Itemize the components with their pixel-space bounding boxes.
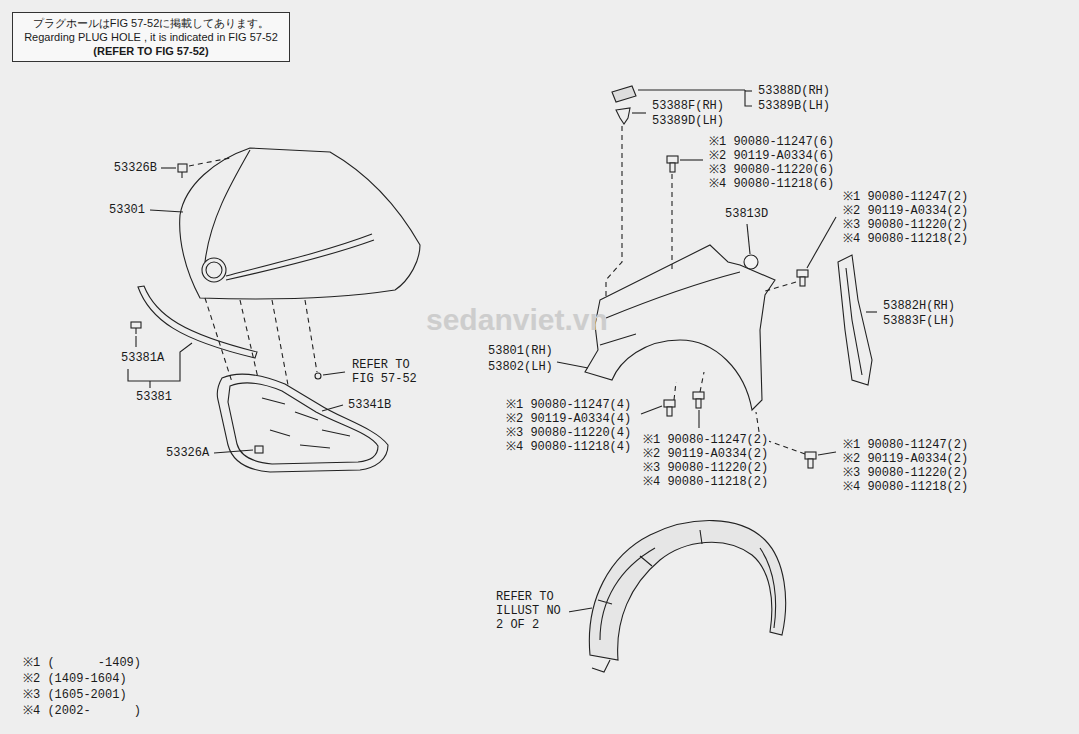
leader-line bbox=[698, 410, 699, 428]
leader-line bbox=[818, 452, 836, 455]
hood-insulator bbox=[217, 374, 388, 472]
bolt-number: ※4 90080-11218(2) bbox=[642, 475, 769, 489]
leader-line bbox=[807, 217, 836, 268]
bolt-number: ※2 90119-A0334(2) bbox=[842, 204, 969, 218]
leader-line bbox=[161, 167, 176, 168]
hood-crease bbox=[205, 150, 250, 262]
note-text: Regarding PLUG HOLE , it is indicated in… bbox=[23, 30, 279, 44]
bolt-number: ※3 90080-11220(2) bbox=[842, 218, 969, 232]
note-box: プラグホールはFIG 57-52に掲載してあります。Regarding PLUG… bbox=[12, 12, 290, 62]
fender-line bbox=[600, 272, 740, 345]
insulator-slot bbox=[262, 398, 350, 448]
leader-line bbox=[322, 405, 343, 411]
part-number: 53388F(RH) bbox=[651, 99, 725, 113]
reference-note: REFER TO ILLUST NO 2 OF 2 bbox=[495, 590, 569, 632]
leader-line bbox=[557, 362, 588, 368]
part-number: 53883F(LH) bbox=[882, 314, 956, 328]
leader-line bbox=[568, 608, 592, 612]
leader-line bbox=[632, 112, 646, 113]
bolt-number: ※3 90080-11220(2) bbox=[642, 461, 769, 475]
bolt-number: ※2 90119-A0334(6) bbox=[708, 149, 835, 163]
cushion bbox=[744, 255, 758, 269]
leader-line bbox=[641, 406, 662, 414]
part-number: 53326A bbox=[165, 446, 210, 460]
leader-line bbox=[680, 159, 703, 160]
fender-seal bbox=[838, 255, 872, 385]
clip bbox=[255, 446, 263, 453]
note-text: (REFER TO FIG 57-52) bbox=[23, 44, 279, 58]
part-number: 53389B(LH) bbox=[757, 99, 831, 113]
leader-line bbox=[149, 381, 150, 388]
bracket-line bbox=[745, 90, 752, 106]
note-text: プラグホールはFIG 57-52に掲載してあります。 bbox=[23, 16, 279, 30]
flange-bolt bbox=[664, 400, 675, 416]
part-number: 53813D bbox=[724, 207, 769, 221]
hood-insulator bbox=[228, 383, 378, 464]
leader-line bbox=[866, 311, 877, 312]
footnote: ※2 (1409-1604) bbox=[22, 672, 128, 686]
footnote: ※4 (2002- ) bbox=[22, 704, 142, 718]
watermark: sedanviet.vn bbox=[425, 303, 609, 337]
part-number: 53802(LH) bbox=[487, 360, 554, 374]
part-number: 53301 bbox=[108, 203, 146, 217]
part-number: 53882H(RH) bbox=[882, 299, 956, 313]
plug-hole bbox=[315, 373, 321, 379]
emblem-hole bbox=[206, 262, 222, 278]
hood-seal bbox=[138, 286, 257, 358]
part-number: 53388D(RH) bbox=[757, 84, 831, 98]
bolt-number: ※2 90119-A0334(2) bbox=[642, 447, 769, 461]
part-number: 53381 bbox=[135, 390, 173, 404]
bolt-number: ※3 90080-11220(6) bbox=[708, 163, 835, 177]
leader-line bbox=[745, 90, 752, 91]
front-fender bbox=[585, 245, 775, 410]
dashed-line bbox=[671, 174, 672, 272]
flange-bolt bbox=[693, 392, 704, 408]
fender-liner bbox=[589, 521, 785, 660]
dashed-line bbox=[762, 282, 796, 292]
clip bbox=[131, 322, 141, 334]
bracket-line bbox=[638, 89, 745, 90]
part-number: 53381A bbox=[120, 351, 165, 365]
liner-detail bbox=[592, 530, 776, 672]
bolt-number: ※1 90080-11247(2) bbox=[842, 190, 969, 204]
part-number: 53341B bbox=[347, 398, 392, 412]
footnote: ※1 ( -1409) bbox=[22, 656, 142, 670]
leader-line bbox=[747, 224, 750, 254]
hood-crease bbox=[226, 234, 372, 276]
bolt-number: ※3 90080-11220(4) bbox=[505, 426, 632, 440]
flange-bolt bbox=[667, 156, 678, 172]
part-number: 53389D(LH) bbox=[651, 114, 725, 128]
fender-clip bbox=[612, 86, 636, 124]
footnote: ※3 (1605-2001) bbox=[22, 688, 128, 702]
bolt-number: ※1 90080-11247(6) bbox=[708, 135, 835, 149]
flange-bolt bbox=[797, 270, 808, 286]
emblem-hole bbox=[202, 258, 226, 282]
hood-crease bbox=[226, 240, 374, 280]
bolt-number: ※4 90080-11218(2) bbox=[842, 480, 969, 494]
leader-line bbox=[150, 210, 183, 212]
bolt-number: ※4 90080-11218(6) bbox=[708, 177, 835, 191]
flange-bolt bbox=[805, 452, 816, 468]
leader-line bbox=[323, 372, 345, 375]
bolt-number: ※4 90080-11218(2) bbox=[842, 232, 969, 246]
bolt-number: ※1 90080-11247(2) bbox=[642, 433, 769, 447]
part-number: 53801(RH) bbox=[487, 344, 554, 358]
bolt-number: ※2 90119-A0334(2) bbox=[842, 452, 969, 466]
bolt-number: ※3 90080-11220(2) bbox=[842, 466, 969, 480]
hood bbox=[180, 148, 420, 299]
part-number: 53326B bbox=[113, 161, 158, 175]
bolt-number: ※1 90080-11247(2) bbox=[842, 438, 969, 452]
leader-line bbox=[135, 336, 136, 347]
dashed-line bbox=[606, 126, 622, 300]
bolt-number: ※2 90119-A0334(4) bbox=[505, 412, 632, 426]
reference-note: REFER TO FIG 57-52 bbox=[351, 358, 425, 386]
dashed-line bbox=[674, 372, 704, 400]
leader-line bbox=[214, 450, 253, 453]
clip bbox=[178, 164, 187, 178]
fender-seal bbox=[846, 268, 862, 375]
dashed-line bbox=[189, 158, 230, 166]
bolt-number: ※1 90080-11247(4) bbox=[505, 398, 632, 412]
bolt-number: ※4 90080-11218(4) bbox=[505, 440, 632, 454]
